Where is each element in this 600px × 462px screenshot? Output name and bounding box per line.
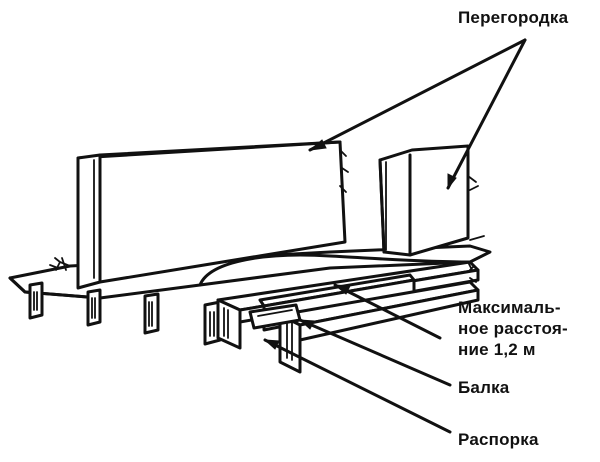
label-partition: Перегородка <box>458 8 569 27</box>
label-beam: Балка <box>458 378 510 397</box>
label-max-distance-line3: ние 1,2 м <box>458 340 536 359</box>
joist-left-3 <box>143 292 160 335</box>
partition-wall-large <box>49 140 349 290</box>
joist-left-2 <box>86 288 102 327</box>
label-max-distance-line1: Максималь- <box>458 298 561 317</box>
label-max-distance-line2: ное расстоя- <box>458 319 568 338</box>
beam-front <box>278 280 480 374</box>
partition-wall-small <box>378 144 485 257</box>
label-strut: Распорка <box>458 430 539 449</box>
leader-distance <box>333 283 442 340</box>
joist-left-4 <box>203 300 222 346</box>
leader-beam <box>298 318 452 387</box>
label-max-distance: Максималь- ное расстоя- ние 1,2 м <box>458 297 568 360</box>
leader-partition <box>308 38 527 190</box>
dimension-ticks <box>467 261 477 283</box>
floor-deck-curve <box>198 253 472 287</box>
leader-strut <box>263 338 452 434</box>
joist-left-1 <box>28 281 44 320</box>
